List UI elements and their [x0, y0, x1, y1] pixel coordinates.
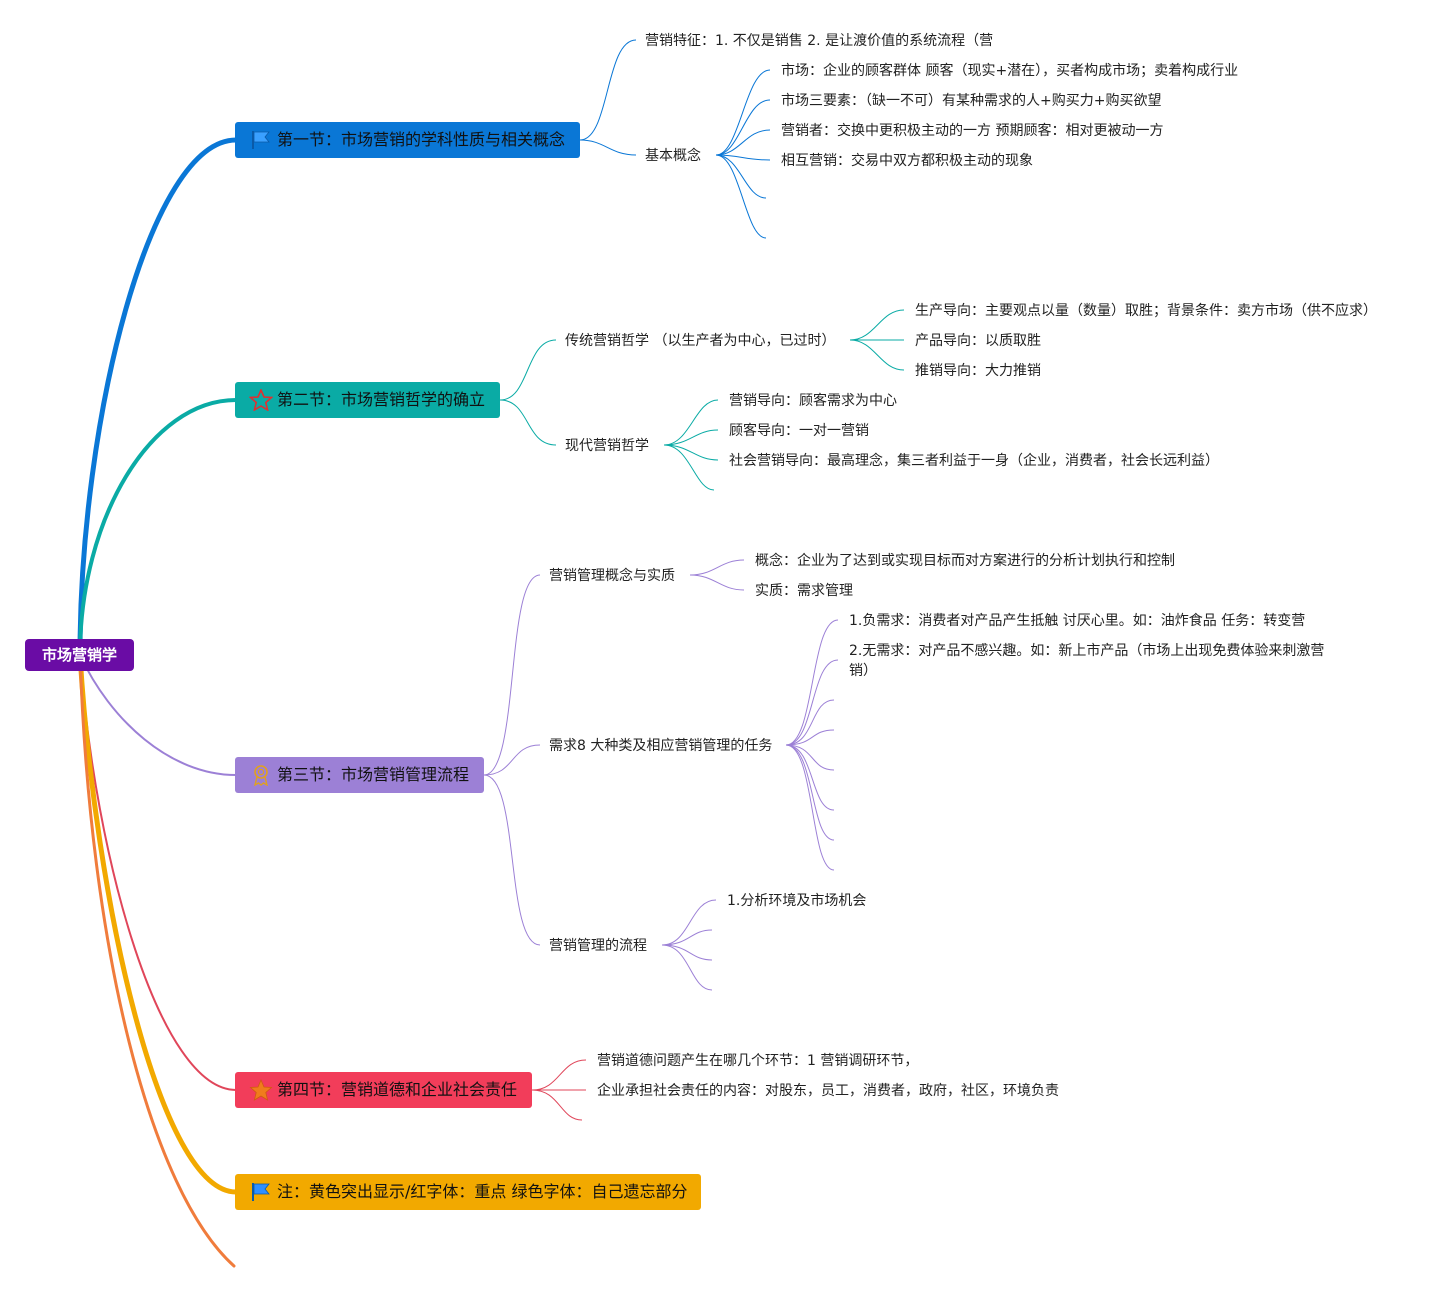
s3-concept-leaf[interactable]: 实质：需求管理 — [755, 583, 853, 599]
s3-concept-leaf-2 — [689, 574, 745, 591]
s3-demand-leaf-1 — [785, 619, 839, 746]
s2-modern-node[interactable]: 现代营销哲学 — [565, 438, 649, 454]
s3-process-leaf-2 — [661, 929, 713, 946]
s1-link-concept — [579, 139, 637, 156]
s1-concept-leaf-2 — [715, 99, 771, 156]
root-branch-1 — [77, 137, 239, 658]
s2-mod-leaf-1 — [663, 399, 719, 446]
s2-mod-leaf-2 — [663, 429, 719, 446]
award-icon — [254, 765, 268, 786]
section-node-2[interactable]: 第二节：市场营销哲学的确立 — [235, 382, 500, 418]
s1-feature-node[interactable]: 营销特征：1. 不仅是销售 2. 是让渡价值的系统流程（营 — [645, 33, 994, 49]
section-label: 第三节：市场营销管理流程 — [277, 765, 470, 784]
star-icon — [249, 389, 273, 411]
s3-process-leaf[interactable]: 1.分析环境及市场机会 — [727, 893, 867, 909]
s2-link-traditional — [499, 339, 557, 401]
s2-trad-leaf-1 — [849, 309, 905, 341]
s3-process-leaf-1 — [661, 899, 717, 946]
root-branch-3 — [79, 654, 237, 776]
s1-concept-leaf-4 — [715, 154, 771, 161]
section-label: 第一节：市场营销的学科性质与相关概念 — [277, 130, 566, 149]
s3-process-leaf-3 — [661, 944, 713, 961]
s4-link-ethics — [531, 1059, 587, 1091]
s2-mod-leaf-4 — [663, 444, 715, 491]
s2-trad-leaf-3 — [849, 339, 905, 371]
flag-icon — [252, 131, 270, 149]
section-node-note[interactable]: 注：黄色突出显示/红字体：重点 绿色字体：自己遗忘部分 — [235, 1174, 701, 1210]
section-label: 第二节：市场营销哲学的确立 — [277, 390, 486, 409]
s2-mod-leaf[interactable]: 社会营销导向：最高理念，集三者利益于一身（企业，消费者，社会长远利益） — [729, 453, 1219, 469]
s1-link-feature — [579, 39, 637, 141]
s4-responsibility-node[interactable]: 企业承担社会责任的内容：对股东，员工，消费者，政府，社区，环境负责 — [597, 1083, 1059, 1099]
s4-link-blank — [531, 1089, 583, 1121]
s3-link-process — [483, 774, 541, 946]
s1-concept-node[interactable]: 基本概念 — [645, 148, 701, 164]
root-branch-5 — [77, 652, 239, 1195]
s3-demand-leaf-7 — [785, 744, 835, 841]
root-branch-2 — [78, 398, 238, 657]
s3-demand-leaf[interactable]: 1.负需求：消费者对产品产生抵触 讨厌心里。如：油炸食品 任务：转变营 — [849, 613, 1306, 629]
s1-concept-leaf[interactable]: 市场三要素：（缺一不可）有某种需求的人+购买力+购买欲望 — [781, 93, 1162, 109]
s2-mod-leaf[interactable]: 营销导向：顾客需求为中心 — [729, 393, 897, 409]
s1-concept-leaf[interactable]: 相互营销：交易中双方都积极主动的现象 — [781, 153, 1033, 169]
s2-mod-leaf-3 — [663, 444, 719, 461]
s3-concept-node[interactable]: 营销管理概念与实质 — [549, 568, 675, 584]
s3-concept-leaf-1 — [689, 559, 745, 576]
section-label: 注：黄色突出显示/红字体：重点 绿色字体：自己遗忘部分 — [277, 1182, 688, 1201]
s1-concept-leaf-1 — [715, 69, 771, 156]
section-node-3[interactable]: 第三节：市场营销管理流程 — [235, 757, 484, 793]
section-label: 第四节：营销道德和企业社会责任 — [277, 1080, 518, 1099]
s3-demand-node[interactable]: 需求8 大种类及相应营销管理的任务 — [549, 738, 773, 754]
s2-trad-leaf[interactable]: 产品导向：以质取胜 — [915, 333, 1041, 349]
s2-trad-leaf[interactable]: 推销导向：大力推销 — [915, 363, 1041, 379]
s3-demand-leaf[interactable]: 2.无需求：对产品不感兴趣。如：新上市产品（市场上出现免费体验来刺激营销） — [849, 643, 1325, 679]
s3-demand-leaf-8 — [785, 744, 835, 871]
s3-link-demand — [483, 744, 541, 776]
s3-link-concept — [483, 574, 541, 776]
star-filled-icon — [249, 1079, 273, 1101]
s1-concept-leaf-3 — [715, 129, 771, 156]
s1-concept-leaf-6 — [715, 154, 767, 239]
s2-traditional-node[interactable]: 传统营销哲学 （以生产者为中心，已过时） — [565, 333, 836, 349]
s1-concept-leaf-5 — [715, 154, 767, 199]
s3-process-node[interactable]: 营销管理的流程 — [549, 938, 647, 954]
s3-demand-leaf-6 — [785, 744, 835, 811]
s4-ethics-node[interactable]: 营销道德问题产生在哪几个环节：1 营销调研环节， — [597, 1053, 919, 1069]
s2-link-modern — [499, 399, 557, 446]
s3-process-leaf-4 — [661, 944, 713, 991]
s3-demand-leaf-4 — [785, 729, 835, 746]
s3-demand-leaf-5 — [785, 744, 835, 771]
s2-trad-leaf[interactable]: 生产导向：主要观点以量（数量）取胜；背景条件：卖方市场（供不应求） — [915, 303, 1377, 319]
flag-icon — [252, 1183, 270, 1201]
s3-concept-leaf[interactable]: 概念：企业为了达到或实现目标而对方案进行的分析计划执行和控制 — [755, 553, 1175, 569]
s3-demand-leaf-2 — [785, 659, 839, 746]
root-branch-6 — [78, 653, 236, 1268]
s1-concept-leaf[interactable]: 营销者：交换中更积极主动的一方 预期顾客：相对更被动一方 — [781, 123, 1164, 139]
section-node-4[interactable]: 第四节：营销道德和企业社会责任 — [235, 1072, 532, 1108]
s1-concept-leaf[interactable]: 市场：企业的顾客群体 顾客（现实+潜在），买者构成市场；卖着构成行业 — [781, 63, 1239, 79]
s2-mod-leaf[interactable]: 顾客导向：一对一营销 — [729, 423, 869, 439]
section-node-1[interactable]: 第一节：市场营销的学科性质与相关概念 — [235, 122, 580, 158]
s3-demand-leaf-3 — [785, 699, 835, 746]
root-node[interactable]: 市场营销学 — [25, 639, 134, 671]
